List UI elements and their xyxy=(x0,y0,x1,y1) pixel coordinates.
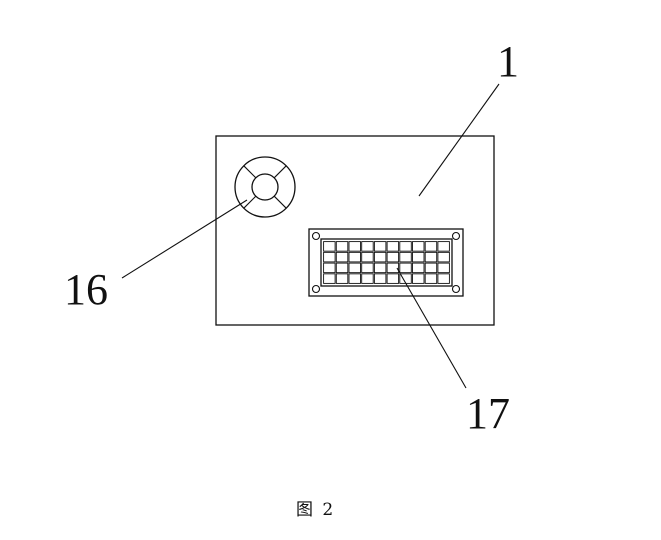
keypad-key xyxy=(361,241,374,252)
part-label-knob: 16 xyxy=(64,265,108,314)
keypad-key xyxy=(335,262,349,274)
leader-line-1 xyxy=(418,83,500,197)
keypad-key xyxy=(412,241,425,252)
keypad-key xyxy=(335,273,349,284)
keypad-key xyxy=(412,273,425,284)
keypad-key xyxy=(373,273,387,284)
part-label-device: 1 xyxy=(497,37,519,86)
keypad-key xyxy=(373,262,387,274)
keypad-key xyxy=(412,251,425,263)
keypad-key xyxy=(399,262,412,274)
keypad-key xyxy=(386,262,400,274)
keypad-key xyxy=(386,251,400,263)
keypad-key xyxy=(348,262,361,274)
knob-icon xyxy=(234,156,296,218)
keypad-plate xyxy=(308,228,464,297)
keypad-key xyxy=(412,262,425,274)
keypad-key xyxy=(361,273,374,284)
keypad-key xyxy=(323,241,336,252)
keypad-key xyxy=(348,251,361,263)
keypad-key xyxy=(323,251,336,263)
keypad-key xyxy=(399,241,412,252)
keypad-key xyxy=(373,241,387,252)
screw-icon xyxy=(451,231,461,241)
keypad-key xyxy=(437,241,450,252)
key-grid xyxy=(323,241,450,284)
part-label-keypad: 17 xyxy=(466,389,510,438)
keypad-key xyxy=(373,251,387,263)
keypad-frame xyxy=(320,238,453,287)
leader-line-16 xyxy=(121,199,248,279)
keypad-key xyxy=(424,251,438,263)
keypad-key xyxy=(424,273,438,284)
keypad-key xyxy=(386,241,400,252)
keypad xyxy=(308,228,464,297)
keypad-key xyxy=(323,273,336,284)
figure-caption: 图 2 xyxy=(296,500,336,520)
screw-icon xyxy=(311,231,321,241)
keypad-key xyxy=(335,241,349,252)
device-housing xyxy=(215,135,495,326)
keypad-key xyxy=(348,241,361,252)
keypad-key xyxy=(361,251,374,263)
keypad-key xyxy=(361,262,374,274)
screw-icon xyxy=(311,284,321,294)
leader-line-17 xyxy=(396,267,467,389)
keypad-key xyxy=(437,262,450,274)
keypad-key xyxy=(323,262,336,274)
keypad-key xyxy=(386,273,400,284)
keypad-key xyxy=(348,273,361,284)
keypad-key xyxy=(437,251,450,263)
keypad-key xyxy=(424,241,438,252)
keypad-key xyxy=(437,273,450,284)
screw-icon xyxy=(451,284,461,294)
keypad-key xyxy=(335,251,349,263)
keypad-key xyxy=(424,262,438,274)
keypad-key xyxy=(399,251,412,263)
